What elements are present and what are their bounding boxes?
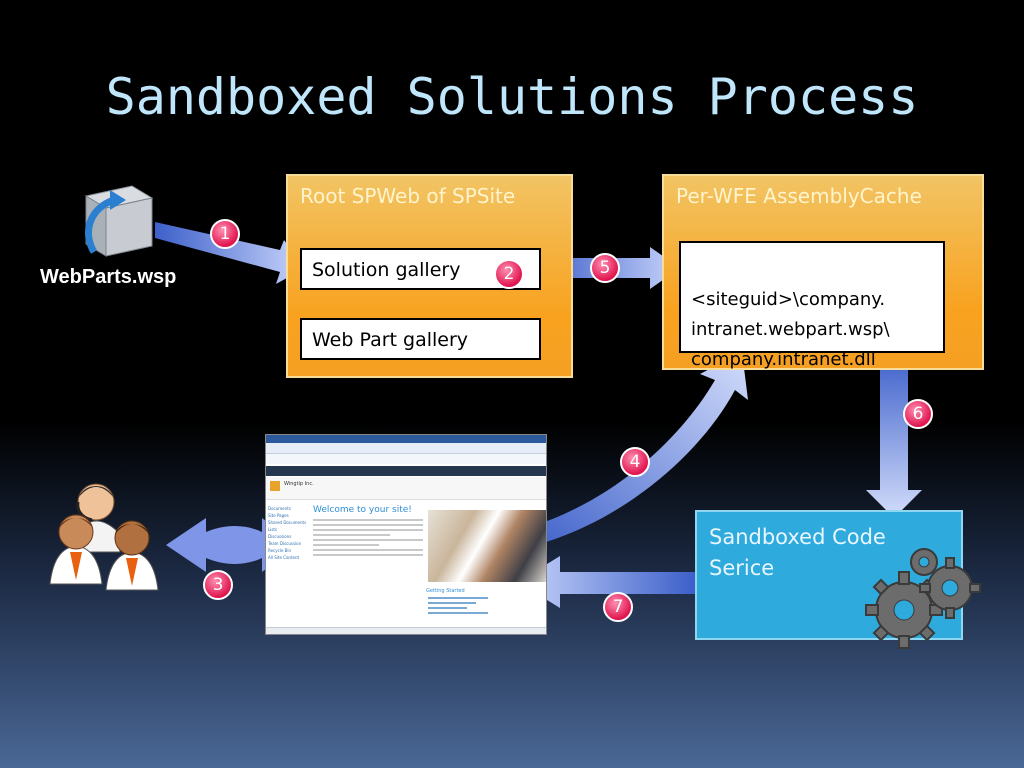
webpart-gallery-label: Web Part gallery: [312, 329, 469, 351]
solution-gallery-label: Solution gallery: [312, 259, 461, 281]
site-name: Wingtip Inc.: [284, 481, 314, 487]
root-spweb-title: Root SPWeb of SPSite: [300, 184, 516, 208]
step-badge-3: 3: [203, 570, 233, 600]
arrow-6: [866, 352, 922, 518]
getting-started-links: [428, 597, 488, 617]
users-group-icon: [49, 483, 159, 591]
step-badge-4: 4: [620, 447, 650, 477]
nav-item: Documents: [268, 506, 291, 511]
package-box-icon: [84, 185, 154, 257]
browser-favorites-bar: [266, 454, 546, 464]
nav-item: Team Discussion: [268, 541, 302, 546]
nav-item: Recycle Bin: [268, 548, 292, 553]
step-badge-1: 1: [210, 219, 240, 249]
nav-item: Discussions: [268, 534, 292, 539]
site-logo-icon: [270, 481, 280, 491]
browser-address-bar: [266, 443, 546, 454]
package-label: WebParts.wsp: [40, 266, 177, 288]
arrow-7: [518, 556, 695, 608]
welcome-text-lines: [313, 519, 423, 559]
arrow-3: [166, 518, 296, 572]
step-badge-5: 5: [590, 253, 620, 283]
nav-item: Shared Documents: [268, 520, 307, 525]
team-photo: [428, 510, 546, 582]
assembly-cache-title: Per-WFE AssemblyCache: [676, 184, 922, 208]
nav-item: Site Pages: [268, 513, 289, 518]
nav-item: Lists: [268, 527, 278, 532]
slide-title: Sandboxed Solutions Process: [105, 68, 919, 126]
welcome-heading: Welcome to your site!: [313, 505, 412, 515]
nav-item: All Site Content: [268, 555, 300, 560]
getting-started-heading: Getting Started: [426, 588, 465, 594]
browser-status-bar: [266, 627, 546, 634]
gears-icon: [865, 548, 981, 649]
step-badge-7: 7: [603, 592, 633, 622]
step-badge-2: 2: [494, 259, 524, 289]
assembly-path-text: <siteguid>\company. intranet.webpart.wsp…: [691, 289, 890, 370]
assembly-path-box: <siteguid>\company. intranet.webpart.wsp…: [679, 241, 945, 370]
arrow-1: [155, 222, 305, 284]
sharepoint-site-screenshot: Wingtip Inc. Documents Site Pages Shared…: [265, 434, 547, 635]
webpart-gallery-box: Web Part gallery: [300, 318, 541, 360]
browser-title-bar: [266, 435, 546, 443]
quick-launch: Documents Site Pages Shared Documents Li…: [268, 505, 308, 561]
sandboxed-service-label: Sandboxed Code Serice: [709, 525, 886, 580]
site-header: [266, 477, 546, 500]
sharepoint-ribbon: [266, 466, 546, 476]
step-badge-6: 6: [903, 399, 933, 429]
